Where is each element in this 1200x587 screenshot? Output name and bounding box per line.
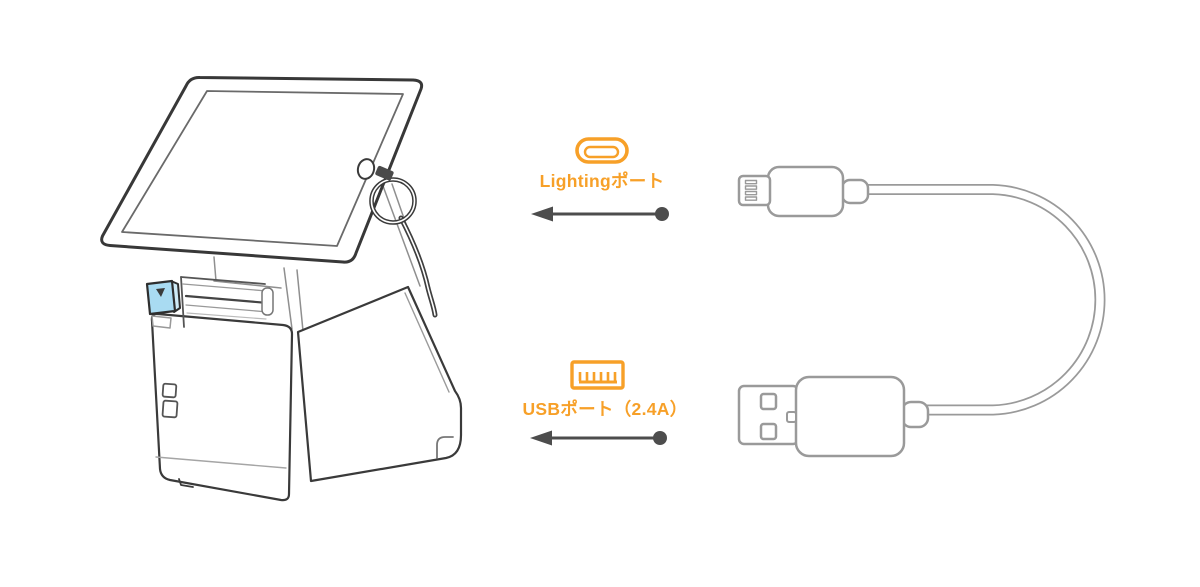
tablet <box>100 75 424 264</box>
usb-arrow-left-icon <box>530 430 667 446</box>
lightning-port-icon <box>575 137 629 164</box>
printer-base-seam <box>155 456 287 469</box>
usb-hole-top <box>759 392 778 411</box>
lightning-connector-pins <box>744 179 758 201</box>
lightning-port-label: Lightingポート <box>539 171 665 191</box>
printer-front-buttons <box>161 382 179 419</box>
printer-side-panel <box>296 285 463 483</box>
cutter-lever <box>145 279 181 316</box>
printer-corner-notch <box>436 436 454 459</box>
lever-tab <box>151 315 172 329</box>
usb-connector-body <box>794 375 906 458</box>
printer-tablet-illustration <box>100 75 463 502</box>
lightning-arrow-left-icon <box>531 206 669 222</box>
home-button <box>356 158 376 180</box>
usb-hole-bottom <box>759 422 778 441</box>
lightning-usb-cable-illustration <box>737 165 1106 458</box>
printer-foot <box>178 478 194 488</box>
usb-port-icon <box>570 360 625 390</box>
usb-port-label: USBポート（2.4A） <box>522 399 688 419</box>
lightning-plug <box>375 165 394 181</box>
lightning-plug-and-ring <box>369 165 417 225</box>
lightning-callout <box>531 137 669 222</box>
lever-triangle-marker <box>156 288 165 297</box>
printer-side-panel-edge-line <box>404 292 450 393</box>
paper-exit-slot <box>180 276 274 328</box>
usb-body-notch <box>786 411 797 423</box>
usb-connector <box>737 375 930 458</box>
cable-cord <box>866 184 1106 416</box>
usb-callout <box>530 360 667 446</box>
connected-cable-run <box>398 215 438 318</box>
tablet-screen <box>121 90 404 247</box>
lightning-connector <box>737 165 870 218</box>
